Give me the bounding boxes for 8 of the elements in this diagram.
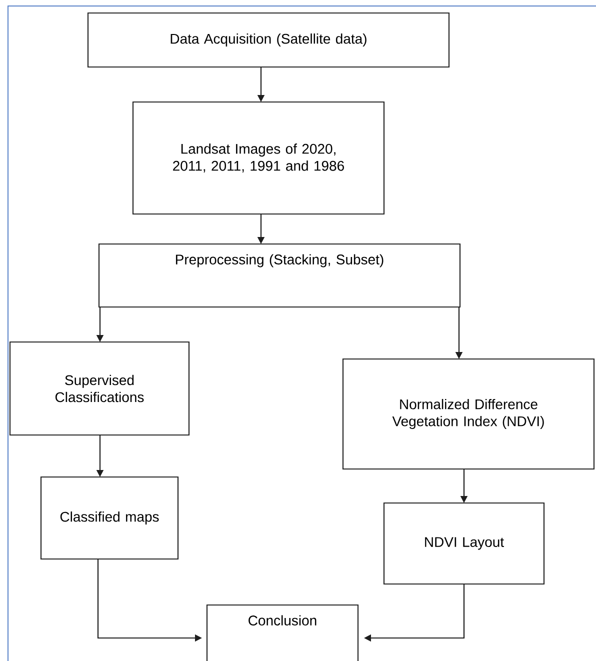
- process-box: Landsat Images of 2020, 2011, 2011, 1991 and 1986: [132, 101, 385, 215]
- process-box: NDVI Layout: [383, 502, 545, 585]
- process-box: Classified maps: [40, 476, 179, 560]
- process-box: Supervised Classifications: [9, 341, 190, 436]
- process-box: Normalized Difference Vegetation Index (NDVI): [342, 358, 595, 470]
- process-box: Preprocessing (Stacking, Subset): [98, 243, 461, 308]
- process-box: Data Acquisition (Satellite data): [87, 12, 450, 68]
- process-box: Conclusion: [206, 604, 359, 661]
